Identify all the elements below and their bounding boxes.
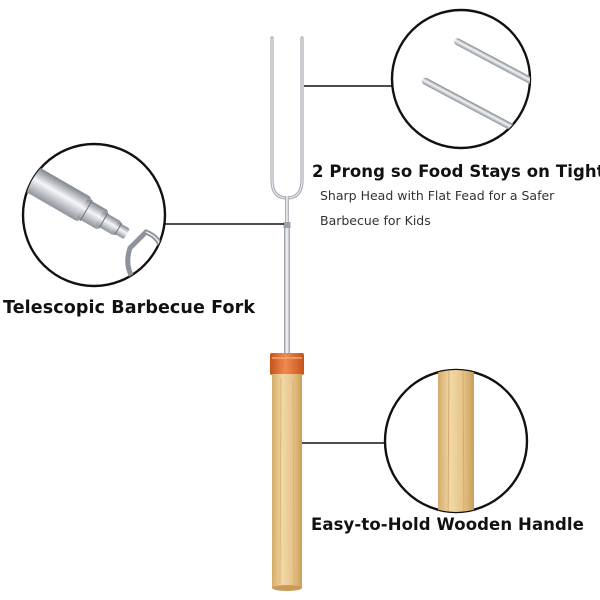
zoom-prong-tips xyxy=(304,8,532,150)
prong-caption-desc-line2: Barbecue for Kids xyxy=(320,213,431,228)
prong-caption-desc-line1: Sharp Head with Flat Fead for a Safer xyxy=(320,188,555,203)
handle-ferrule xyxy=(270,353,304,375)
zoom-telescopic-joint xyxy=(21,142,284,288)
wooden-handle xyxy=(272,374,302,591)
prong-caption-title: 2 Prong so Food Stays on Tight xyxy=(312,162,600,181)
fork-shaft xyxy=(283,196,291,358)
fork-prongs xyxy=(270,36,304,200)
zoom-wooden-handle xyxy=(302,368,529,514)
handle-caption-title: Easy-to-Hold Wooden Handle xyxy=(311,515,584,534)
telescopic-caption-title: Telescopic Barbecue Fork xyxy=(3,298,256,318)
